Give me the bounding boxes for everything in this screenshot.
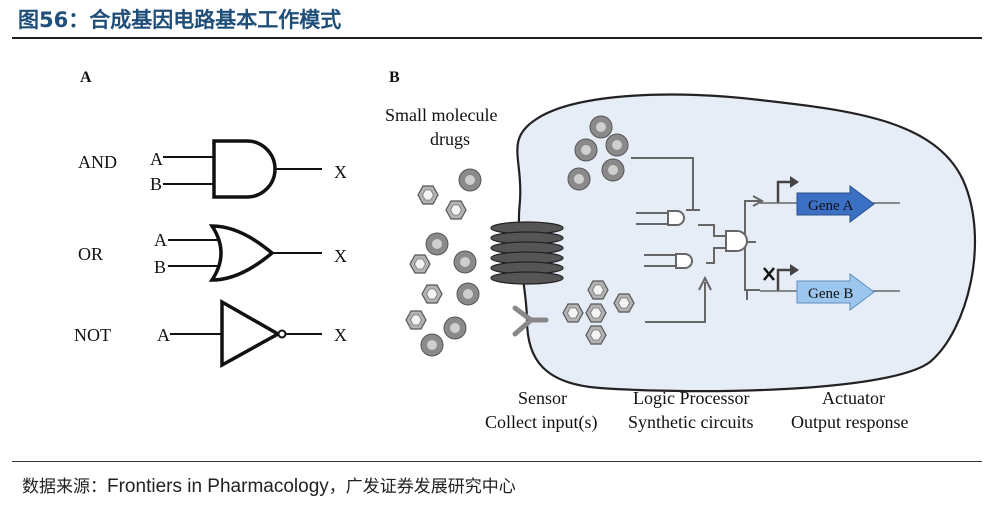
actuator-title: Actuator: [822, 388, 885, 408]
or-input-a: A: [154, 230, 167, 250]
or-input-b: B: [154, 257, 166, 277]
panel-a-label: A: [80, 69, 92, 86]
or-output-x: X: [334, 246, 347, 266]
and-gate: AND A B X: [78, 139, 347, 199]
promoter-b-icon: [776, 264, 799, 291]
actuator-subtitle: Output response: [791, 412, 908, 432]
or-gate: OR A B X: [78, 224, 347, 282]
gene-a-label: Gene A: [808, 198, 854, 214]
top-rule: [12, 37, 982, 39]
or-gate-name: OR: [78, 244, 103, 264]
external-drugs: [405, 168, 482, 357]
figure-title: 图56：合成基因电路基本工作模式: [18, 8, 342, 32]
sensor-title: Sensor: [518, 388, 567, 408]
source-prefix: 数据来源：: [22, 477, 107, 497]
logic-circuit: [631, 157, 760, 323]
source-publication: Frontiers in Pharmacology: [107, 476, 329, 497]
and-gate-symbol: [212, 139, 277, 199]
not-gate: NOT A X: [74, 298, 347, 368]
not-gate-name: NOT: [74, 325, 111, 345]
sensor-subtitle: Collect input(s): [485, 412, 597, 433]
logic-title: Logic Processor: [633, 388, 749, 408]
gene-b-arrow: Gene B: [796, 273, 875, 311]
bottom-rule: [12, 461, 982, 462]
and-gate-name: AND: [78, 152, 117, 172]
gene-b-label: Gene B: [808, 286, 853, 302]
not-gate-symbol: [220, 298, 282, 368]
source-note: 数据来源：Frontiers in Pharmacology，广发证券发展研究中…: [22, 472, 516, 498]
source-suffix: ，广发证券发展研究中心: [328, 477, 516, 497]
promoter-a-icon: [776, 176, 799, 203]
sensor-coil-icon: [490, 221, 564, 285]
blocked-icon: [763, 267, 775, 281]
and-input-a: A: [150, 149, 163, 169]
drugs-label-line1: Small molecule: [385, 105, 497, 125]
panel-b-label: B: [389, 69, 400, 86]
or-gate-symbol: [208, 224, 275, 282]
drugs-label-line2: drugs: [430, 129, 470, 149]
gene-a-arrow: Gene A: [796, 185, 875, 223]
not-output-x: X: [334, 325, 347, 345]
not-input-a: A: [157, 325, 170, 345]
and-input-b: B: [150, 174, 162, 194]
and-output-x: X: [334, 162, 347, 182]
logic-subtitle: Synthetic circuits: [628, 412, 753, 432]
receptor-icon: [512, 305, 549, 337]
